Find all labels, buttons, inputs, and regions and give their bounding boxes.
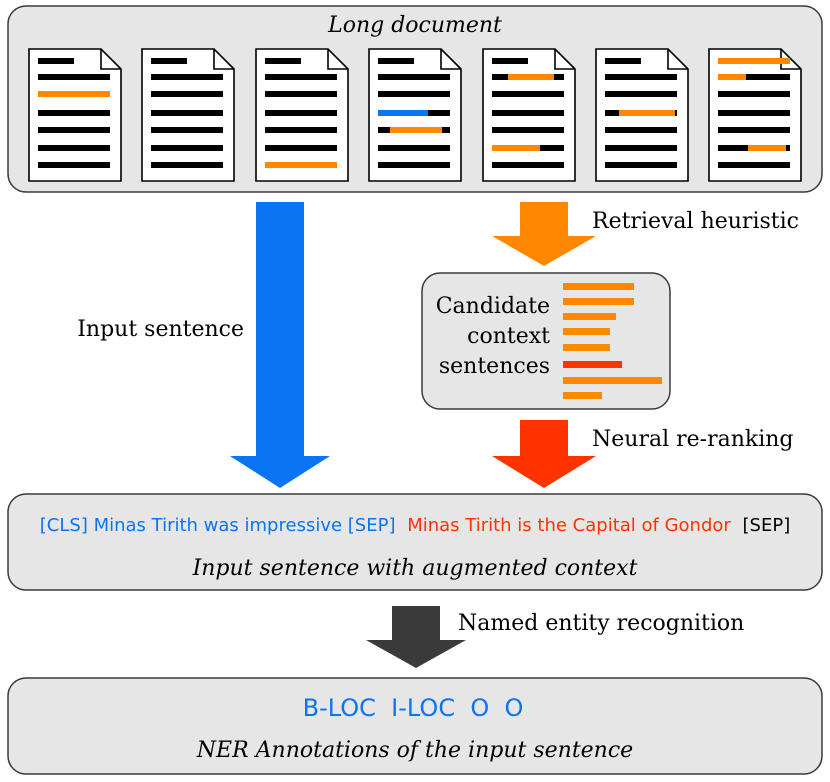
- augmented-caption: Input sentence with augmented context: [192, 556, 638, 581]
- candidate-bar: [563, 313, 616, 320]
- candidate-bar: [563, 283, 634, 290]
- document-page-icon: [708, 48, 802, 182]
- document-pages: [28, 48, 802, 182]
- document-page-icon: [141, 48, 235, 182]
- input-sentence-arrow: [230, 202, 330, 488]
- document-page-icon: [482, 48, 576, 182]
- document-page-icon: [28, 48, 122, 182]
- document-page-icon: [368, 48, 462, 182]
- candidate-label-line1: Candidate: [436, 294, 550, 319]
- candidate-bar-selected: [563, 361, 622, 368]
- long-document-title: Long document: [327, 13, 502, 38]
- ner-caption: NER Annotations of the input sentence: [196, 738, 633, 763]
- sep-token: [SEP]: [743, 515, 791, 536]
- candidate-bar: [563, 328, 610, 335]
- candidate-label-line3: sentences: [439, 354, 550, 379]
- document-page-icon: [255, 48, 349, 182]
- candidate-bar: [563, 344, 610, 351]
- retrieval-heuristic-arrow: [492, 202, 596, 266]
- candidate-bar: [563, 392, 602, 399]
- context-sentence-tokens: Minas Tirith is the Capital of Gondor: [407, 515, 731, 536]
- neural-reranking-label: Neural re-ranking: [592, 427, 794, 452]
- candidate-context-panel: [421, 272, 671, 410]
- input-sentence-tokens: [CLS] Minas Tirith was impressive [SEP]: [40, 515, 396, 536]
- augmented-sentence: [CLS] Minas Tirith was impressive [SEP] …: [40, 515, 790, 536]
- ner-label: Named entity recognition: [458, 611, 744, 636]
- ner-arrow: [366, 606, 466, 668]
- candidate-bar: [563, 298, 634, 305]
- document-page-icon: [595, 48, 689, 182]
- candidate-bar: [563, 377, 662, 384]
- retrieval-heuristic-label: Retrieval heuristic: [592, 209, 799, 234]
- ner-annotations-panel: [7, 677, 823, 775]
- candidate-bars: [563, 283, 662, 399]
- ner-tags: B-LOC I-LOC O O: [303, 694, 524, 722]
- neural-reranking-arrow: [492, 420, 596, 488]
- input-sentence-label: Input sentence: [77, 317, 244, 342]
- augmented-context-panel: [7, 493, 823, 591]
- candidate-label-line2: context: [467, 324, 550, 349]
